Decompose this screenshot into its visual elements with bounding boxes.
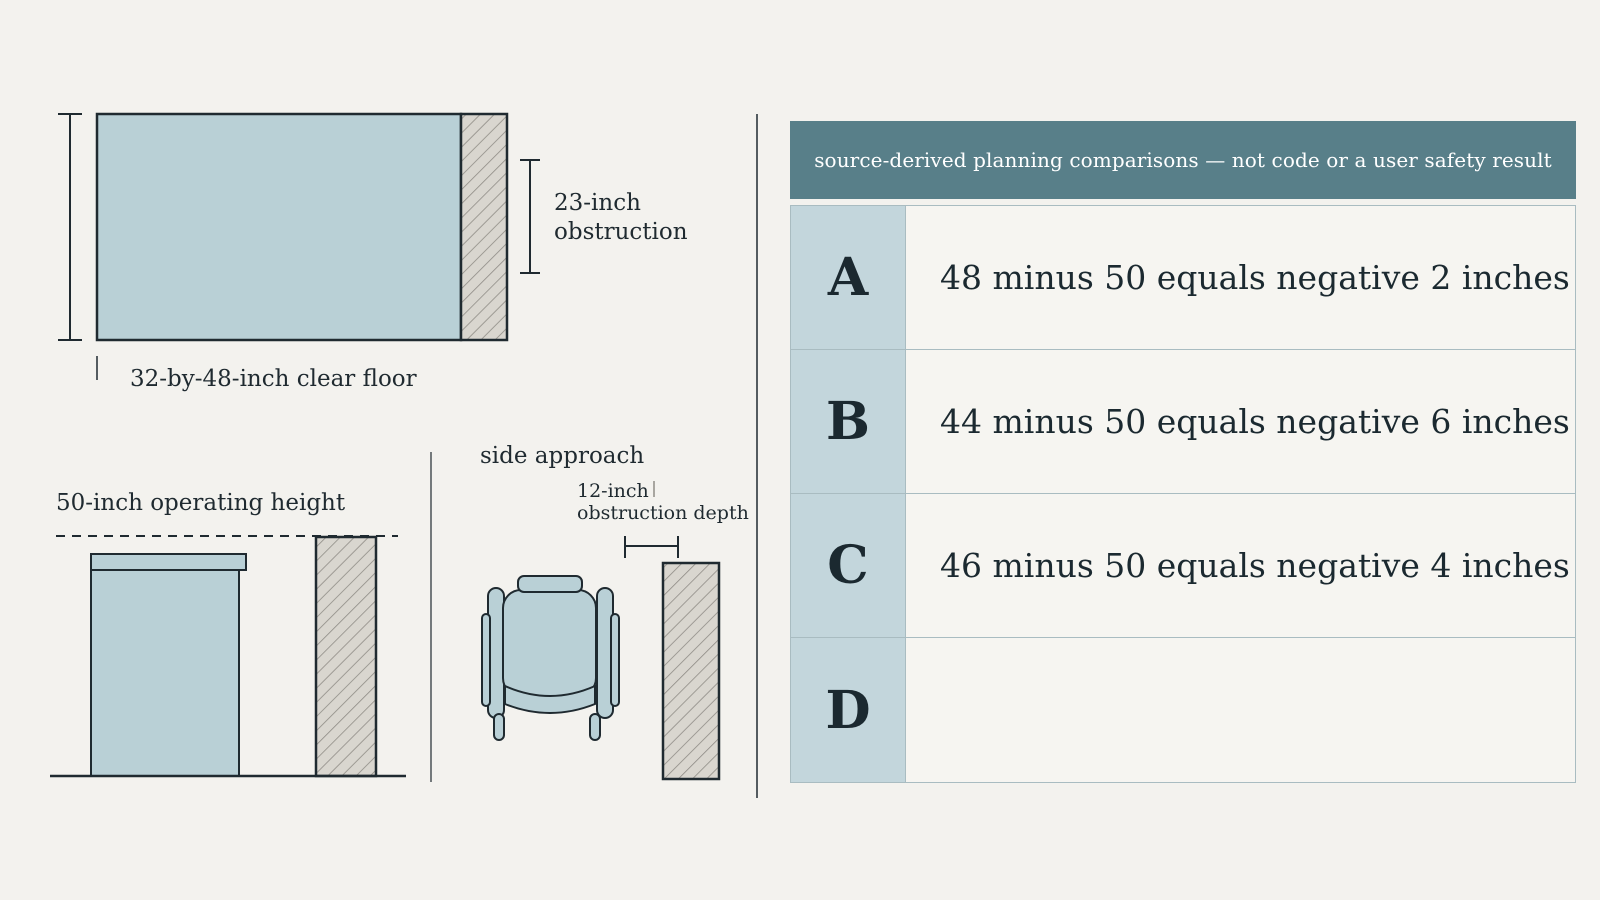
table-row-c: C 46 minus 50 equals negative 4 inches xyxy=(791,494,1575,638)
side-approach-view: side approach 12-inch obstruction depth xyxy=(480,443,749,781)
side-approach-label: side approach xyxy=(480,443,644,469)
row-text: 48 minus 50 equals negative 2 inches xyxy=(940,258,1570,297)
row-text: 44 minus 50 equals negative 6 inches xyxy=(940,402,1570,441)
counter-top xyxy=(90,553,247,571)
obstruction-label-line2: obstruction xyxy=(554,219,688,245)
row-letter: A xyxy=(791,206,906,349)
comparison-table: source-derived planning comparisons — no… xyxy=(790,121,1576,783)
table-row-a: A 48 minus 50 equals negative 2 inches xyxy=(791,206,1575,350)
clear-floor-plan: 32-by-48-inch clear floor 23-inch obstru… xyxy=(58,112,688,392)
table-header: source-derived planning comparisons — no… xyxy=(790,121,1576,199)
table-row-b: B 44 minus 50 equals negative 6 inches xyxy=(791,350,1575,494)
obstruction-depth-line1: 12-inch xyxy=(577,480,649,502)
clear-floor-area xyxy=(95,112,463,342)
table-row-d: D xyxy=(791,638,1575,782)
obstruction-label-line1: 23-inch xyxy=(554,190,641,216)
row-text xyxy=(906,638,1575,782)
operating-height-label: 50-inch operating height xyxy=(56,490,346,516)
row-letter: B xyxy=(791,350,906,493)
wheelchair-icon xyxy=(481,575,620,741)
row-text: 46 minus 50 equals negative 4 inches xyxy=(940,546,1570,585)
obstruction-elevation xyxy=(314,535,378,778)
table-body: A 48 minus 50 equals negative 2 inches B… xyxy=(790,205,1576,783)
clear-floor-label: 32-by-48-inch clear floor xyxy=(130,366,417,392)
obstruction-block xyxy=(459,112,509,342)
counter-body xyxy=(90,569,240,777)
row-letter: C xyxy=(791,494,906,637)
row-letter: D xyxy=(791,638,906,782)
operating-height-elevation: 50-inch operating height xyxy=(50,490,406,778)
obstruction-side xyxy=(661,561,721,781)
obstruction-depth-line2: obstruction depth xyxy=(577,502,749,524)
